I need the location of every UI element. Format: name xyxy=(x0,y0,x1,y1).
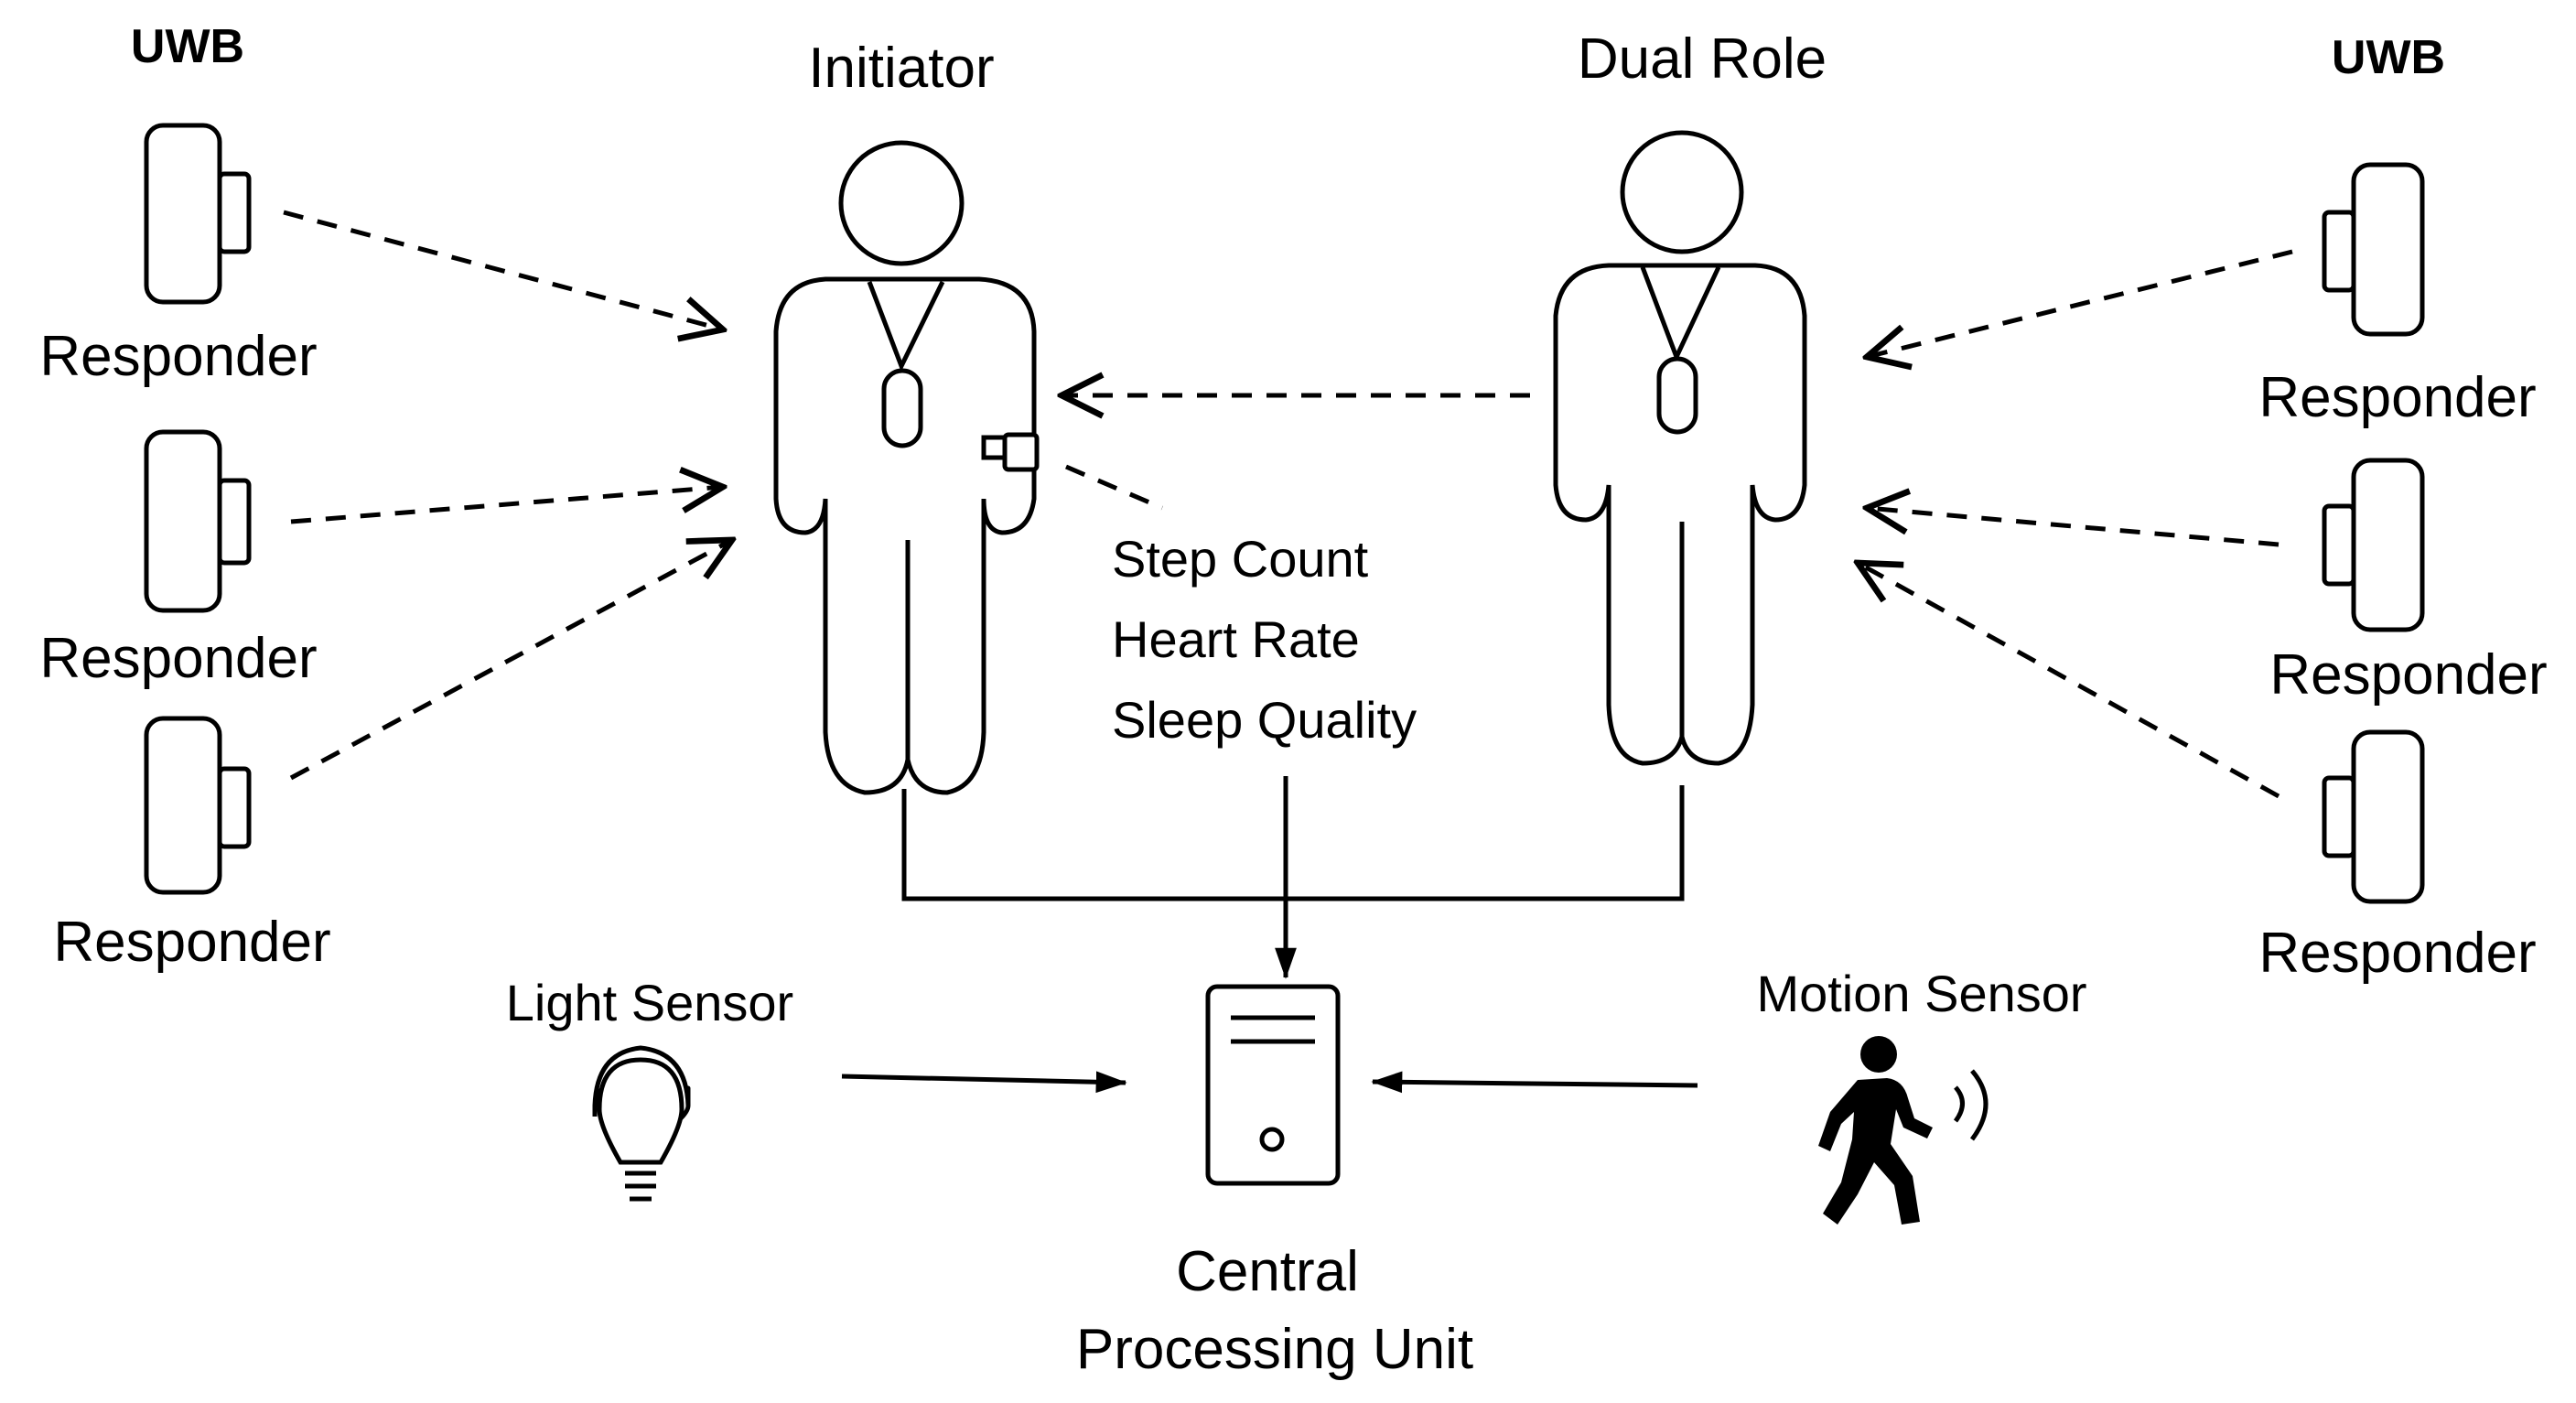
initiator-person xyxy=(773,140,1040,795)
uwb-anchor-icon xyxy=(144,123,222,305)
person-head-icon xyxy=(838,140,965,266)
cpu-label-line2: Processing Unit xyxy=(1076,1318,1473,1381)
responder-label: Responder xyxy=(39,325,317,388)
uwb-link-arrow xyxy=(1858,563,2280,799)
dual-role-label: Dual Role xyxy=(1578,27,1827,91)
responder-left-1: Responder xyxy=(39,123,318,388)
person-with-badge-icon xyxy=(773,276,1037,795)
responder-label: Responder xyxy=(2269,643,2547,707)
light-bulb-icon xyxy=(592,1045,691,1202)
responder-label: Responder xyxy=(2258,366,2536,429)
uwb-link-arrow xyxy=(290,487,723,524)
responder-left-3: Responder xyxy=(53,716,331,974)
dual-role-person xyxy=(1553,130,1807,766)
uwb-right-label: UWB xyxy=(2332,31,2445,84)
uwb-anchor-icon xyxy=(144,716,222,895)
metric-sleep-quality: Sleep Quality xyxy=(1112,691,1417,749)
light-to-cpu-arrow xyxy=(841,1071,1127,1094)
motion-sensor-label: Motion Sensor xyxy=(1756,965,2086,1022)
uwb-link-arrow xyxy=(1867,249,2293,357)
computer-tower-icon xyxy=(1205,984,1341,1186)
uwb-anchor-icon xyxy=(2351,729,2425,904)
uwb-anchor-icon xyxy=(2351,458,2425,632)
person-head-icon xyxy=(1620,130,1744,254)
person-with-badge-icon xyxy=(1553,263,1807,766)
walking-person-icon xyxy=(1818,1036,1989,1225)
wristband-icon xyxy=(1002,432,1040,472)
responder-label: Responder xyxy=(39,627,317,690)
initiator-label: Initiator xyxy=(808,37,994,100)
responder-left-2: Responder xyxy=(39,429,318,690)
uwb-link-arrow xyxy=(283,210,723,329)
responder-right-3: Responder xyxy=(2258,729,2537,985)
motion-sensor: Motion Sensor xyxy=(1756,965,2087,1225)
responder-label: Responder xyxy=(53,911,330,974)
motion-to-cpu-arrow xyxy=(1371,1071,1698,1094)
central-processing-unit: Central Processing Unit xyxy=(1076,984,1473,1381)
uwb-link-arrow xyxy=(1867,508,2280,547)
light-sensor-label: Light Sensor xyxy=(506,974,793,1031)
cpu-label-line1: Central xyxy=(1176,1240,1359,1303)
light-sensor: Light Sensor xyxy=(506,974,793,1202)
wristband-link xyxy=(1065,464,1163,511)
person-bus-line xyxy=(901,785,1685,901)
uwb-left-label: UWB xyxy=(131,20,244,73)
responder-label: Responder xyxy=(2258,922,2536,985)
responder-right-2: Responder xyxy=(2269,458,2548,707)
metric-heart-rate: Heart Rate xyxy=(1112,610,1360,668)
responder-right-1: Responder xyxy=(2258,162,2537,429)
metric-step-count: Step Count xyxy=(1112,530,1369,588)
uwb-anchor-icon xyxy=(2351,162,2425,337)
uwb-anchor-icon xyxy=(144,429,222,613)
uwb-link-arrow xyxy=(289,540,732,781)
